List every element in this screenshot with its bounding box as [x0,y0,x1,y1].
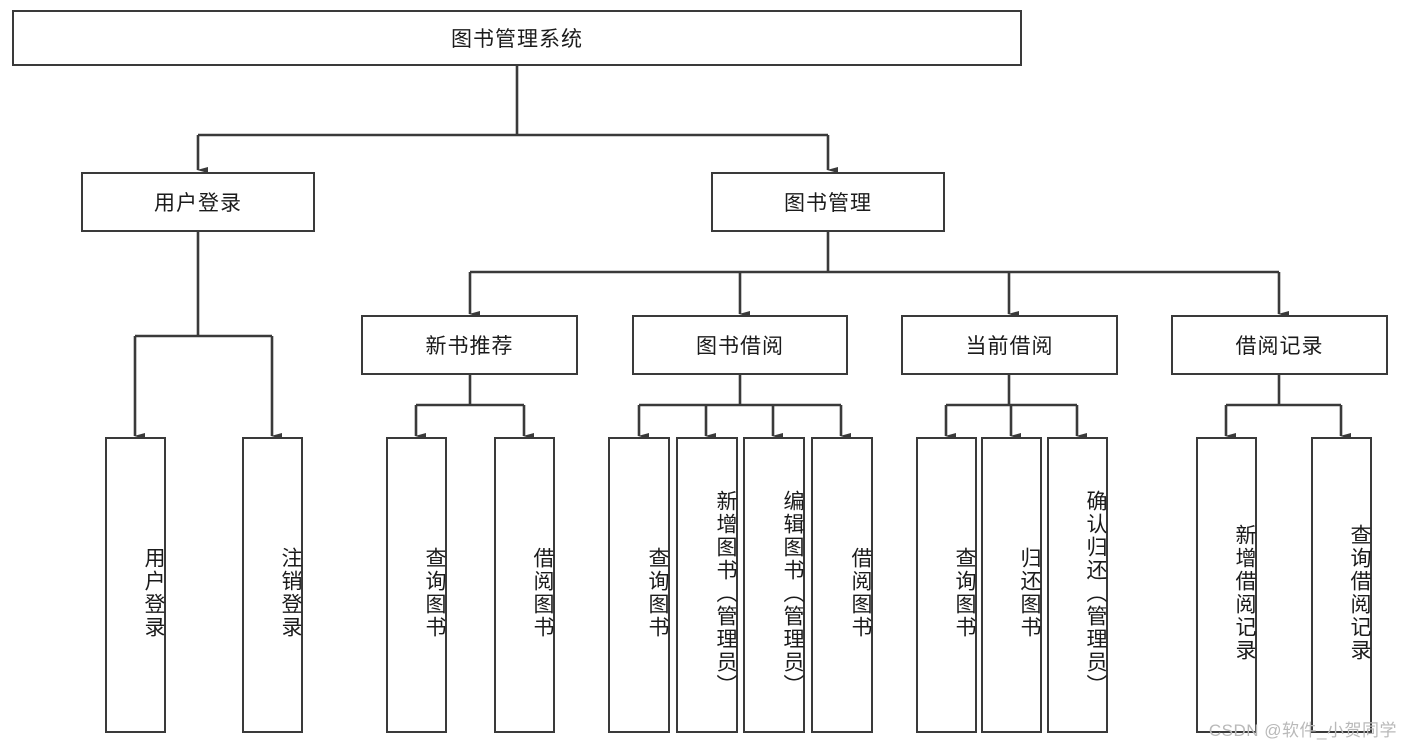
leaf-new-book-query[interactable]: 查询图书 [386,437,447,733]
leaf-user-login-logout[interactable]: 注销登录 [242,437,303,733]
leaf-book-borrow-add[interactable]: 新增图书（管理员） [676,437,738,733]
leaf-book-borrow-query[interactable]: 查询图书 [608,437,670,733]
node-user-login[interactable]: 用户登录 [81,172,315,232]
node-book-management[interactable]: 图书管理 [711,172,945,232]
node-label: 注销登录 [279,547,302,639]
node-label: 编辑图书（管理员） [781,489,804,697]
node-label: 用户登录 [154,192,242,215]
leaf-book-borrow-edit[interactable]: 编辑图书（管理员） [743,437,805,733]
leaf-new-book-borrow[interactable]: 借阅图书 [494,437,555,733]
node-current-borrow[interactable]: 当前借阅 [901,315,1118,375]
node-book-borrow[interactable]: 图书借阅 [632,315,848,375]
node-label: 新增借阅记录 [1233,524,1256,662]
leaf-borrow-record-query[interactable]: 查询借阅记录 [1311,437,1372,733]
node-label: 查询图书 [953,547,976,639]
node-label: 新书推荐 [425,335,514,358]
node-root-system[interactable]: 图书管理系统 [12,10,1022,66]
node-label: 图书管理 [784,192,872,215]
node-label: 借阅图书 [531,547,554,639]
node-borrow-record[interactable]: 借阅记录 [1171,315,1388,375]
leaf-user-login-login[interactable]: 用户登录 [105,437,166,733]
leaf-current-borrow-query[interactable]: 查询图书 [916,437,977,733]
node-label: 归还图书 [1018,547,1041,639]
node-label: 图书管理系统 [451,28,583,51]
node-label: 新增图书（管理员） [714,489,737,697]
node-label: 借阅记录 [1235,335,1324,358]
leaf-current-borrow-return[interactable]: 归还图书 [981,437,1042,733]
node-label: 当前借阅 [965,335,1054,358]
leaf-borrow-record-add[interactable]: 新增借阅记录 [1196,437,1257,733]
node-label: 图书借阅 [696,335,784,358]
node-label: 借阅图书 [849,547,872,639]
node-new-book-recommend[interactable]: 新书推荐 [361,315,578,375]
node-label: 用户登录 [142,547,165,639]
csdn-watermark: CSDN @软件_小贺同学 [1208,721,1397,740]
node-label: 查询借阅记录 [1348,524,1371,662]
leaf-current-borrow-confirm-return[interactable]: 确认归还（管理员） [1047,437,1108,733]
leaf-book-borrow-borrow[interactable]: 借阅图书 [811,437,873,733]
node-label: 查询图书 [423,547,446,639]
node-label: 确认归还（管理员） [1084,489,1107,697]
node-label: 查询图书 [646,547,669,639]
